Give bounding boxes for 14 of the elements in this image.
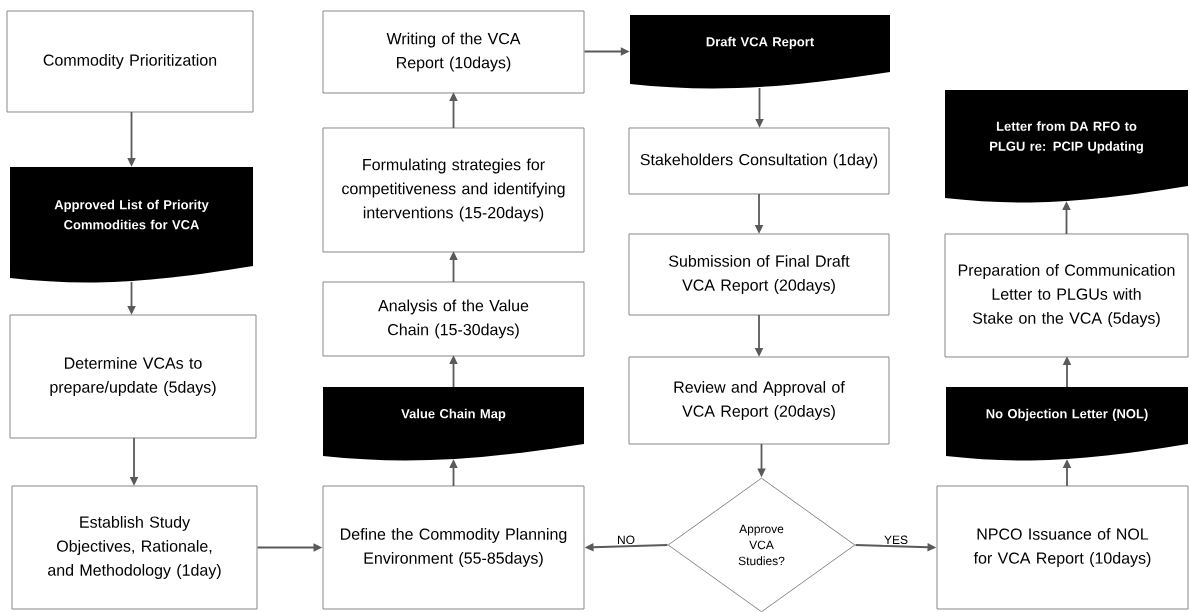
process-box: Writing of the VCA Report (10days) [322,10,585,94]
process-box: Define the Commodity Planning Environment (55-85days) [322,485,585,610]
process-box: Review and Approval of VCA Report (20days) [628,356,890,445]
edge-label: NO [616,534,636,546]
process-box: NPCO Issuance of NOL for VCA Report (10days) [936,485,1189,610]
process-box: Preparation of Communication Letter to PLGUs with Stake on the VCA (5days) [944,233,1189,358]
process-box: Establish Study Objectives, Rationale, and Methodology (1day) [11,485,258,610]
process-box: Submission of Final Draft VCA Report (20days) [628,233,890,316]
process-box: Determine VCAs to prepare/update (5days) [9,314,257,439]
process-box: Formulating strategies for competitiveness and identifying interventions (15-20days) [322,127,585,253]
process-box: Stakeholders Consultation (1day) [628,127,890,195]
process-box: Commodity Prioritization [6,10,254,113]
process-box: Analysis of the Value Chain (15-30days) [322,281,585,357]
edge-label: YES [883,534,909,546]
